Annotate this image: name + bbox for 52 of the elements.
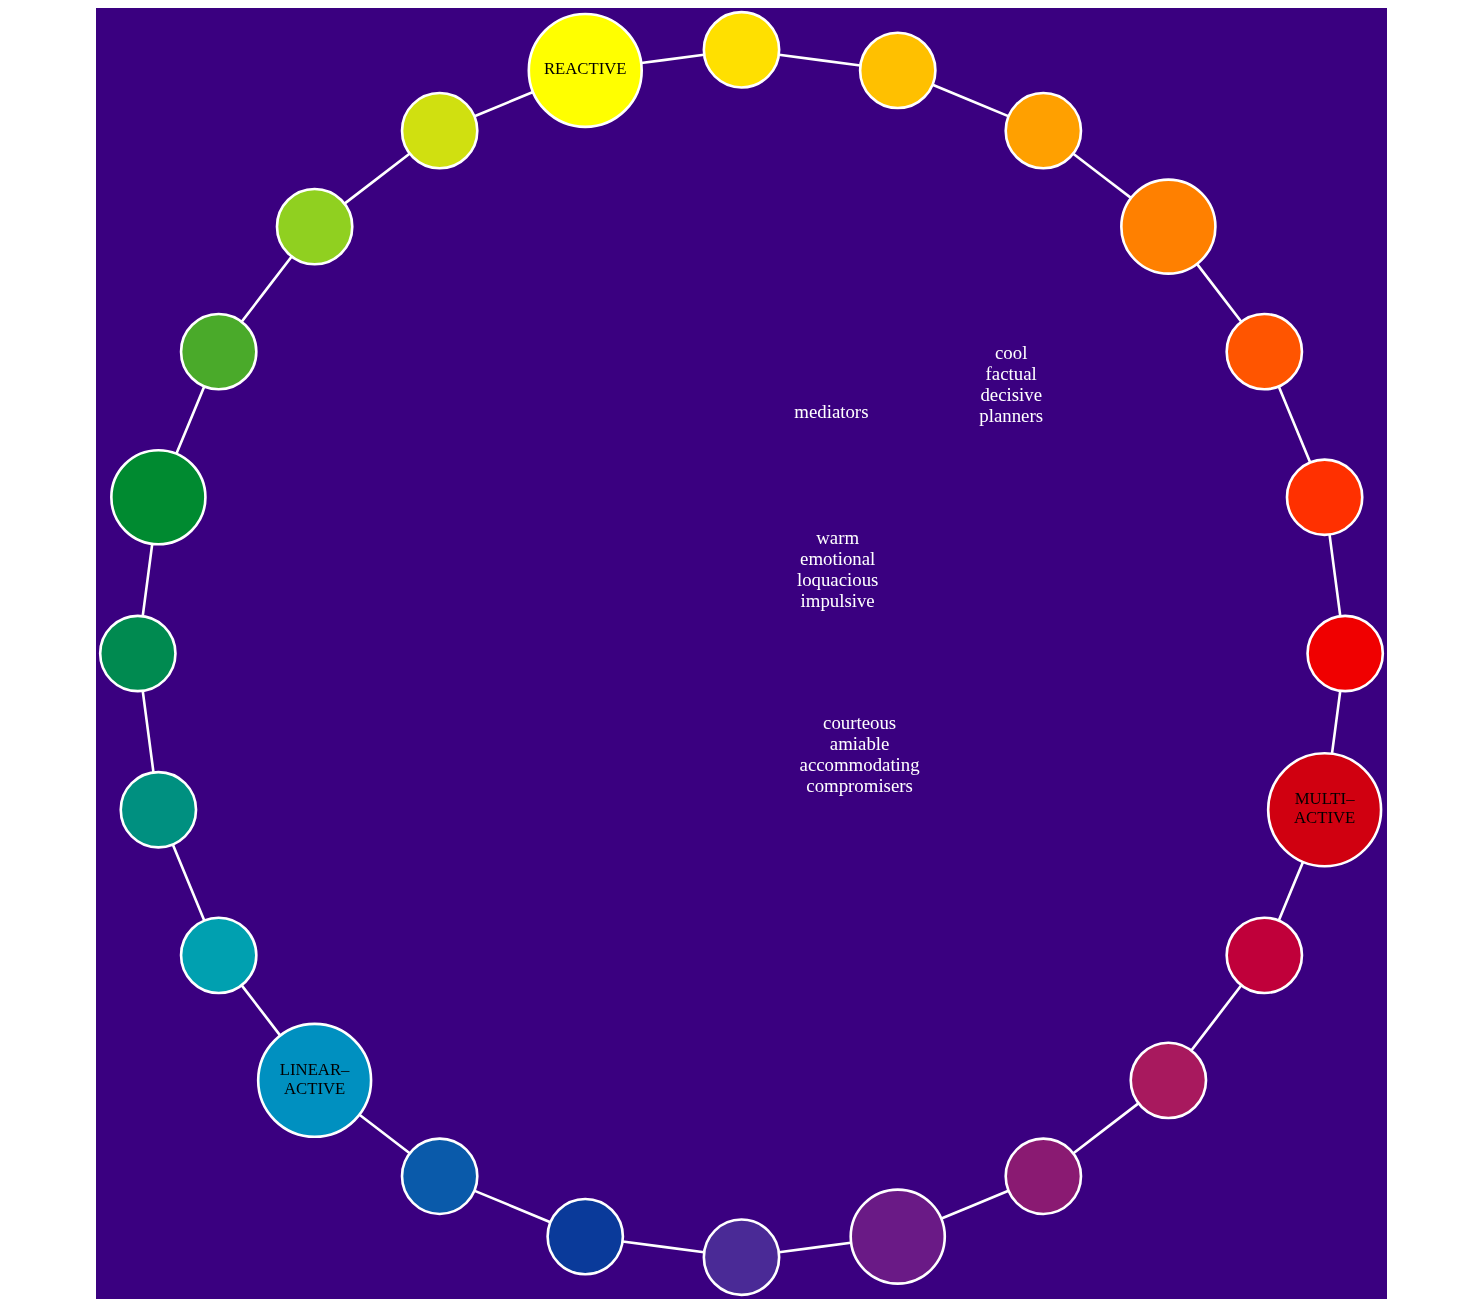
node-circle xyxy=(1003,91,1082,170)
node-circle xyxy=(545,1197,624,1276)
node-circle xyxy=(858,31,937,110)
node-circle xyxy=(118,770,197,849)
label: courteous amiable accommodating compromisers xyxy=(799,712,920,796)
connector xyxy=(140,544,153,617)
connector xyxy=(931,83,1009,118)
connector xyxy=(240,984,281,1037)
node-circle xyxy=(848,1188,946,1285)
connector xyxy=(240,255,293,323)
node-circle xyxy=(400,91,479,170)
node-circle xyxy=(179,312,258,391)
connector xyxy=(1189,984,1242,1052)
node-circle xyxy=(179,916,258,995)
label: cool factual decisive planners xyxy=(978,342,1043,426)
node-circle xyxy=(1003,1137,1082,1216)
node-circle xyxy=(702,1218,780,1297)
node-circle: LINEAR– ACTIVE xyxy=(256,1022,372,1139)
connector xyxy=(358,1113,410,1155)
node-circle xyxy=(1285,458,1364,537)
connector xyxy=(778,53,861,67)
connector xyxy=(343,152,410,205)
connector xyxy=(171,844,205,921)
label: mediators xyxy=(793,400,868,422)
connector xyxy=(1195,263,1242,323)
node-circle xyxy=(275,187,354,266)
connector xyxy=(1330,690,1342,754)
node-circle xyxy=(109,448,207,546)
connector xyxy=(1277,861,1304,921)
connector xyxy=(1277,386,1311,463)
label: warm emotional loquacious impulsive xyxy=(796,527,878,611)
connector xyxy=(473,1189,551,1224)
node-circle xyxy=(702,10,780,89)
connector xyxy=(621,1240,704,1254)
connector xyxy=(473,90,533,118)
connector xyxy=(640,53,704,65)
node-circle xyxy=(1128,1041,1207,1120)
node-circle xyxy=(400,1137,479,1216)
node-circle xyxy=(1224,312,1303,391)
connector xyxy=(940,1189,1009,1220)
connector xyxy=(1072,1102,1139,1155)
node-circle xyxy=(98,614,177,693)
connector xyxy=(140,690,155,773)
node-circle xyxy=(1119,178,1217,275)
node-circle: REACTIVE xyxy=(527,12,643,129)
node-circle: MULTI– ACTIVE xyxy=(1266,752,1382,868)
connector xyxy=(1327,534,1342,617)
connector xyxy=(1072,152,1131,199)
node-circle xyxy=(1224,916,1303,995)
node-circle xyxy=(1305,614,1384,693)
connector xyxy=(174,386,205,455)
connector xyxy=(778,1241,851,1254)
